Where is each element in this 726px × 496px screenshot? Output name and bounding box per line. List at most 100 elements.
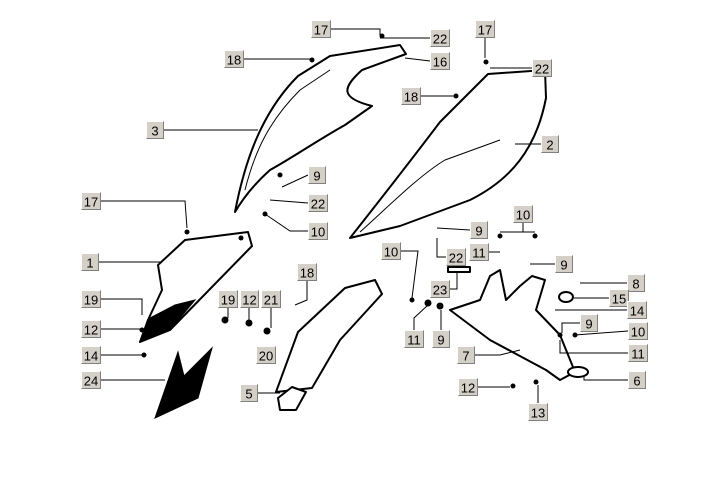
part-number: 9 (437, 333, 444, 348)
part-label-2[interactable]: 2 (541, 135, 559, 153)
fastener[interactable] (263, 327, 271, 335)
part-3-inner-line (244, 69, 331, 191)
part-label-18[interactable]: 18 (224, 50, 244, 68)
fastener[interactable] (497, 233, 503, 239)
part-label-9[interactable]: 9 (432, 330, 450, 348)
part-label-11[interactable]: 11 (404, 330, 424, 348)
part-label-19[interactable]: 19 (81, 290, 101, 308)
part-label-11[interactable]: 11 (469, 243, 489, 261)
fastener[interactable] (483, 59, 489, 65)
part-number: 14 (630, 304, 644, 319)
part-7-rear-undertray[interactable] (449, 269, 576, 381)
part-number: 12 (84, 323, 98, 338)
leader-line (281, 174, 309, 188)
part-label-10[interactable]: 10 (381, 242, 401, 260)
fastener[interactable] (379, 33, 385, 39)
part-label-11[interactable]: 11 (628, 344, 648, 362)
part-label-17[interactable]: 17 (311, 20, 331, 38)
fastener[interactable] (424, 299, 432, 307)
leader-line (436, 227, 471, 231)
part-label-9[interactable]: 9 (308, 166, 326, 184)
part-15-light-holder[interactable] (558, 291, 574, 303)
part-6-reflector[interactable] (567, 366, 589, 378)
part-label-12[interactable]: 12 (81, 320, 101, 338)
fastener[interactable] (557, 332, 563, 338)
part-label-18[interactable]: 18 (297, 263, 317, 281)
part-number: 18 (404, 90, 418, 105)
fastener[interactable] (184, 229, 190, 235)
part-label-7[interactable]: 7 (457, 346, 475, 364)
part-1-lower-trim (139, 299, 197, 343)
part-number: 19 (221, 293, 235, 308)
part-5-mudflap[interactable] (277, 386, 307, 411)
part-label-14[interactable]: 14 (81, 346, 101, 364)
leader-line (101, 298, 143, 315)
part-label-17[interactable]: 17 (81, 192, 101, 210)
part-label-13[interactable]: 13 (528, 403, 548, 421)
leader-line (583, 376, 628, 381)
part-label-14[interactable]: 14 (627, 301, 647, 319)
part-number: 17 (84, 195, 98, 210)
part-label-1[interactable]: 1 (81, 253, 99, 271)
part-label-20[interactable]: 20 (256, 346, 276, 364)
part-2-inner-line (359, 139, 501, 233)
part-label-22[interactable]: 22 (532, 59, 552, 77)
part-label-12[interactable]: 12 (240, 290, 259, 308)
part-number: 24 (84, 374, 98, 389)
fastener[interactable] (532, 233, 538, 239)
fastener[interactable] (277, 172, 283, 178)
part-number: 12 (461, 381, 475, 396)
part-labels: 17 22 17 18 16 22 18 3 2 9 22 17 (81, 20, 648, 421)
part-label-23[interactable]: 23 (430, 280, 450, 298)
part-label-6[interactable]: 6 (628, 371, 646, 389)
part-label-12[interactable]: 12 (458, 378, 478, 396)
leader-lines (99, 28, 629, 403)
fastener[interactable] (221, 316, 229, 324)
fastener[interactable] (510, 383, 516, 389)
part-number: 9 (313, 169, 320, 184)
part-label-15[interactable]: 15 (609, 289, 629, 307)
part-3-left-side-cover[interactable] (234, 44, 407, 213)
part-label-19[interactable]: 19 (218, 290, 238, 308)
part-number: 20 (259, 349, 273, 364)
part-label-3[interactable]: 3 (146, 121, 164, 139)
fastener[interactable] (533, 379, 539, 385)
part-label-18[interactable]: 18 (401, 87, 421, 105)
part-label-24[interactable]: 24 (81, 371, 101, 389)
parts-layer (139, 33, 589, 419)
part-label-17[interactable]: 17 (475, 20, 495, 38)
part-number: 23 (433, 283, 447, 298)
fastener[interactable] (238, 235, 244, 241)
fastener[interactable] (409, 297, 415, 303)
part-label-10[interactable]: 10 (308, 222, 328, 240)
part-label-16[interactable]: 16 (430, 52, 450, 70)
part-label-9[interactable]: 9 (555, 255, 573, 273)
leader-line (574, 330, 629, 336)
part-number: 14 (84, 349, 98, 364)
part-label-5[interactable]: 5 (240, 384, 258, 402)
part-20-rear-fender[interactable] (275, 279, 383, 393)
part-label-22[interactable]: 22 (430, 29, 450, 47)
part-label-8[interactable]: 8 (627, 274, 645, 292)
leader-line (475, 349, 521, 356)
part-number: 2 (546, 138, 553, 153)
part-label-21[interactable]: 21 (261, 290, 281, 308)
part-number: 1 (86, 256, 93, 271)
leader-line (294, 281, 308, 306)
fasteners (139, 33, 578, 389)
part-number: 22 (311, 197, 325, 212)
part-label-22[interactable]: 22 (446, 248, 466, 266)
part-label-9[interactable]: 9 (580, 314, 598, 332)
part-label-10[interactable]: 10 (628, 322, 648, 340)
fastener[interactable] (436, 302, 444, 310)
fastener[interactable] (245, 319, 253, 327)
part-label-10[interactable]: 10 (513, 205, 533, 223)
part-23-plate[interactable] (447, 266, 471, 273)
part-number: 22 (433, 32, 447, 47)
part-number: 10 (384, 245, 398, 260)
part-24-lower-panel[interactable] (154, 346, 213, 419)
part-label-22[interactable]: 22 (308, 194, 328, 212)
part-number: 5 (245, 387, 252, 402)
part-number: 12 (242, 293, 256, 308)
part-label-9[interactable]: 9 (470, 221, 488, 239)
